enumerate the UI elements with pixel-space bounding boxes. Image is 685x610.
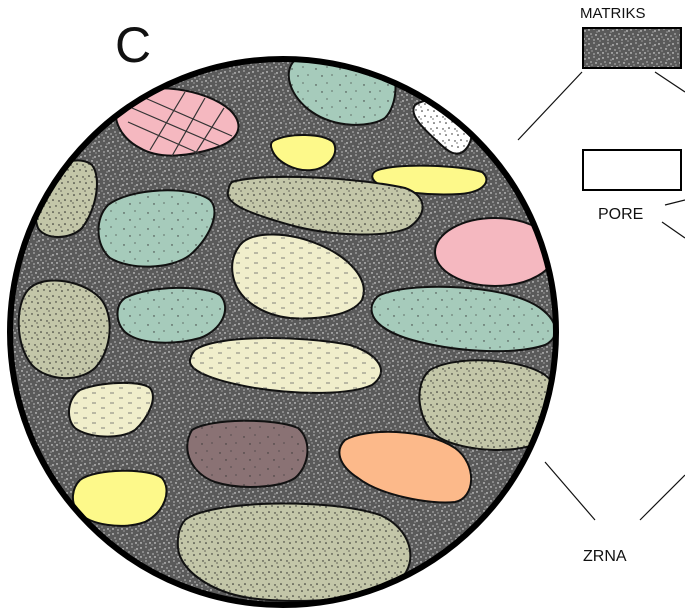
matrix-leader-right (655, 72, 685, 92)
grains-leader-right (640, 475, 685, 520)
grains-label: ZRNA (583, 548, 627, 565)
matrix-swatch (583, 28, 681, 68)
pore-swatch (583, 150, 681, 190)
matrix-leader-left (518, 72, 582, 140)
pore-label: PORE (598, 206, 643, 223)
panel-letter: C (115, 17, 151, 73)
pore-leader-lower (662, 222, 685, 238)
pore-leader-upper (665, 200, 685, 205)
grains-leader-left (545, 462, 595, 520)
grain-yellow-bottom (73, 471, 167, 526)
matrix-label: MATRIKS (580, 5, 646, 22)
